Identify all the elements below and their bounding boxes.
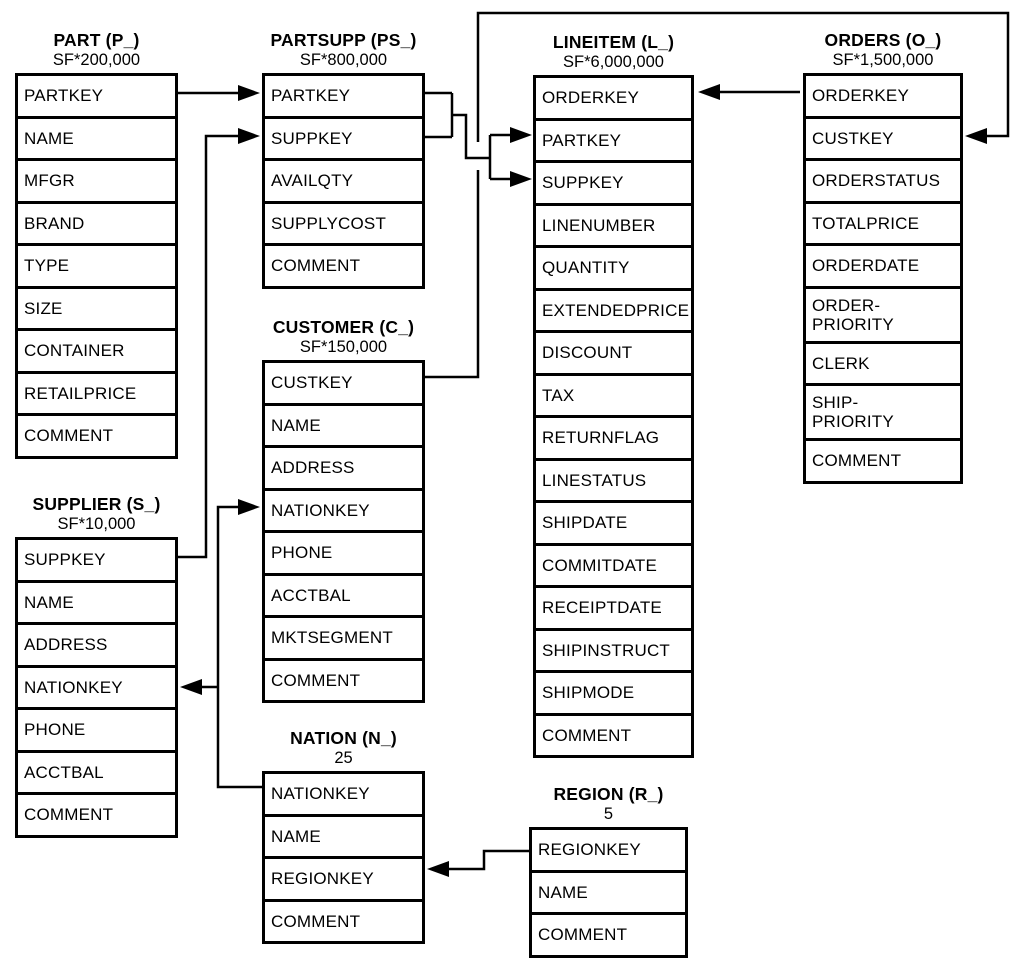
table-row: NATIONKEY bbox=[265, 491, 422, 533]
connector-orders-orderkey-to-lineitem-orderkey bbox=[698, 84, 800, 100]
table-partsupp-title: PARTSUPP (PS_) bbox=[270, 30, 417, 50]
table-row: SHIP- PRIORITY bbox=[806, 386, 960, 441]
table-row: PHONE bbox=[265, 533, 422, 576]
table-region-cardinality: 5 bbox=[603, 805, 614, 823]
table-row: COMMENT bbox=[538, 925, 628, 945]
table-row: ADDRESS bbox=[18, 625, 175, 668]
table-row: TOTALPRICE bbox=[806, 204, 960, 246]
table-row: SHIPINSTRUCT bbox=[536, 631, 691, 673]
table-row: TAX bbox=[536, 376, 691, 418]
table-row: NAME bbox=[265, 406, 422, 448]
table-row: NAME bbox=[18, 583, 175, 625]
table-row: COMMENT bbox=[24, 426, 114, 446]
table-row: SUPPKEY bbox=[18, 540, 175, 583]
table-row: ACCTBAL bbox=[265, 576, 422, 618]
table-row: REGIONKEY bbox=[532, 830, 685, 873]
table-row: PARTKEY bbox=[265, 76, 422, 119]
table-row: SUPPKEY bbox=[265, 119, 422, 161]
table-row: AVAILQTY bbox=[265, 161, 422, 204]
table-row: CUSTKEY bbox=[806, 119, 960, 161]
table-row: COMMENT bbox=[271, 256, 361, 276]
table-row: ORDERKEY bbox=[536, 78, 691, 121]
connector-region-regionkey-to-nation-regionkey bbox=[427, 849, 529, 877]
table-row: ORDERSTATUS bbox=[806, 161, 960, 204]
table-supplier-cardinality: SF*10,000 bbox=[57, 515, 136, 533]
connector-nation-nationkey-to-supplier-and-customer-nationkey bbox=[180, 499, 262, 789]
table-row: NAME bbox=[265, 817, 422, 859]
table-row: CONTAINER bbox=[18, 331, 175, 374]
connector-supplier-suppkey-to-partsupp-suppkey bbox=[178, 128, 260, 559]
table-row: COMMENT bbox=[271, 911, 361, 931]
table-part-cardinality: SF*200,000 bbox=[52, 51, 141, 69]
table-row: SHIPMODE bbox=[536, 673, 691, 716]
table-customer-title: CUSTOMER (C_) bbox=[272, 317, 415, 337]
table-row: LINENUMBER bbox=[536, 206, 691, 248]
table-part-title: PART (P_) bbox=[53, 30, 140, 50]
table-row: EXTENDEDPRICE bbox=[536, 291, 691, 333]
table-row: DISCOUNT bbox=[536, 333, 691, 376]
table-row: NAME bbox=[18, 119, 175, 161]
table-row: SUPPKEY bbox=[536, 163, 691, 206]
table-row: SHIPDATE bbox=[536, 503, 691, 546]
table-row: COMMENT bbox=[271, 670, 361, 690]
table-customer-cardinality: SF*150,000 bbox=[299, 338, 388, 356]
table-row: RETURNFLAG bbox=[536, 418, 691, 461]
table-row: PARTKEY bbox=[18, 76, 175, 119]
table-partsupp-cardinality: SF*800,000 bbox=[299, 51, 388, 69]
table-row: CLERK bbox=[806, 344, 960, 386]
table-row: CUSTKEY bbox=[265, 363, 422, 406]
table-lineitem-cardinality: SF*6,000,000 bbox=[563, 53, 664, 71]
table-row: ADDRESS bbox=[265, 448, 422, 491]
table-row: ORDER- PRIORITY bbox=[806, 289, 960, 344]
table-row: RETAILPRICE bbox=[18, 374, 175, 416]
table-row: ACCTBAL bbox=[18, 753, 175, 795]
table-nation-title: NATION (N_) bbox=[290, 728, 397, 748]
table-row: COMMENT bbox=[812, 451, 902, 471]
table-orders-cardinality: SF*1,500,000 bbox=[832, 51, 934, 69]
table-row: MKTSEGMENT bbox=[265, 618, 422, 661]
table-row: COMMENT bbox=[24, 805, 114, 825]
table-supplier-title: SUPPLIER (S_) bbox=[32, 494, 161, 514]
table-row: TYPE bbox=[18, 246, 175, 289]
table-nation-cardinality: 25 bbox=[334, 749, 353, 767]
table-lineitem-title: LINEITEM (L_) bbox=[552, 32, 675, 52]
table-row: MFGR bbox=[18, 161, 175, 204]
table-row: ORDERDATE bbox=[806, 246, 960, 289]
table-row: NATIONKEY bbox=[265, 774, 422, 817]
connector-partsupp-keys-to-lineitem-keys bbox=[425, 91, 532, 187]
table-row: PHONE bbox=[18, 710, 175, 753]
table-row: NATIONKEY bbox=[18, 668, 175, 710]
table-region-title: REGION (R_) bbox=[553, 784, 664, 804]
table-row: COMMENT bbox=[542, 725, 632, 745]
table-row: ORDERKEY bbox=[806, 76, 960, 119]
table-row: LINESTATUS bbox=[536, 461, 691, 503]
table-row: QUANTITY bbox=[536, 248, 691, 291]
table-row: SIZE bbox=[18, 289, 175, 331]
table-row: COMMITDATE bbox=[536, 546, 691, 588]
table-row: RECEIPTDATE bbox=[536, 588, 691, 631]
table-row: PARTKEY bbox=[536, 121, 691, 163]
connector-part-partkey-to-partsupp-partkey bbox=[178, 85, 260, 101]
table-row: SUPPLYCOST bbox=[265, 204, 422, 246]
table-row: REGIONKEY bbox=[265, 859, 422, 902]
table-orders-title: ORDERS (O_) bbox=[824, 30, 942, 50]
table-row: BRAND bbox=[18, 204, 175, 246]
table-row: NAME bbox=[532, 873, 685, 915]
